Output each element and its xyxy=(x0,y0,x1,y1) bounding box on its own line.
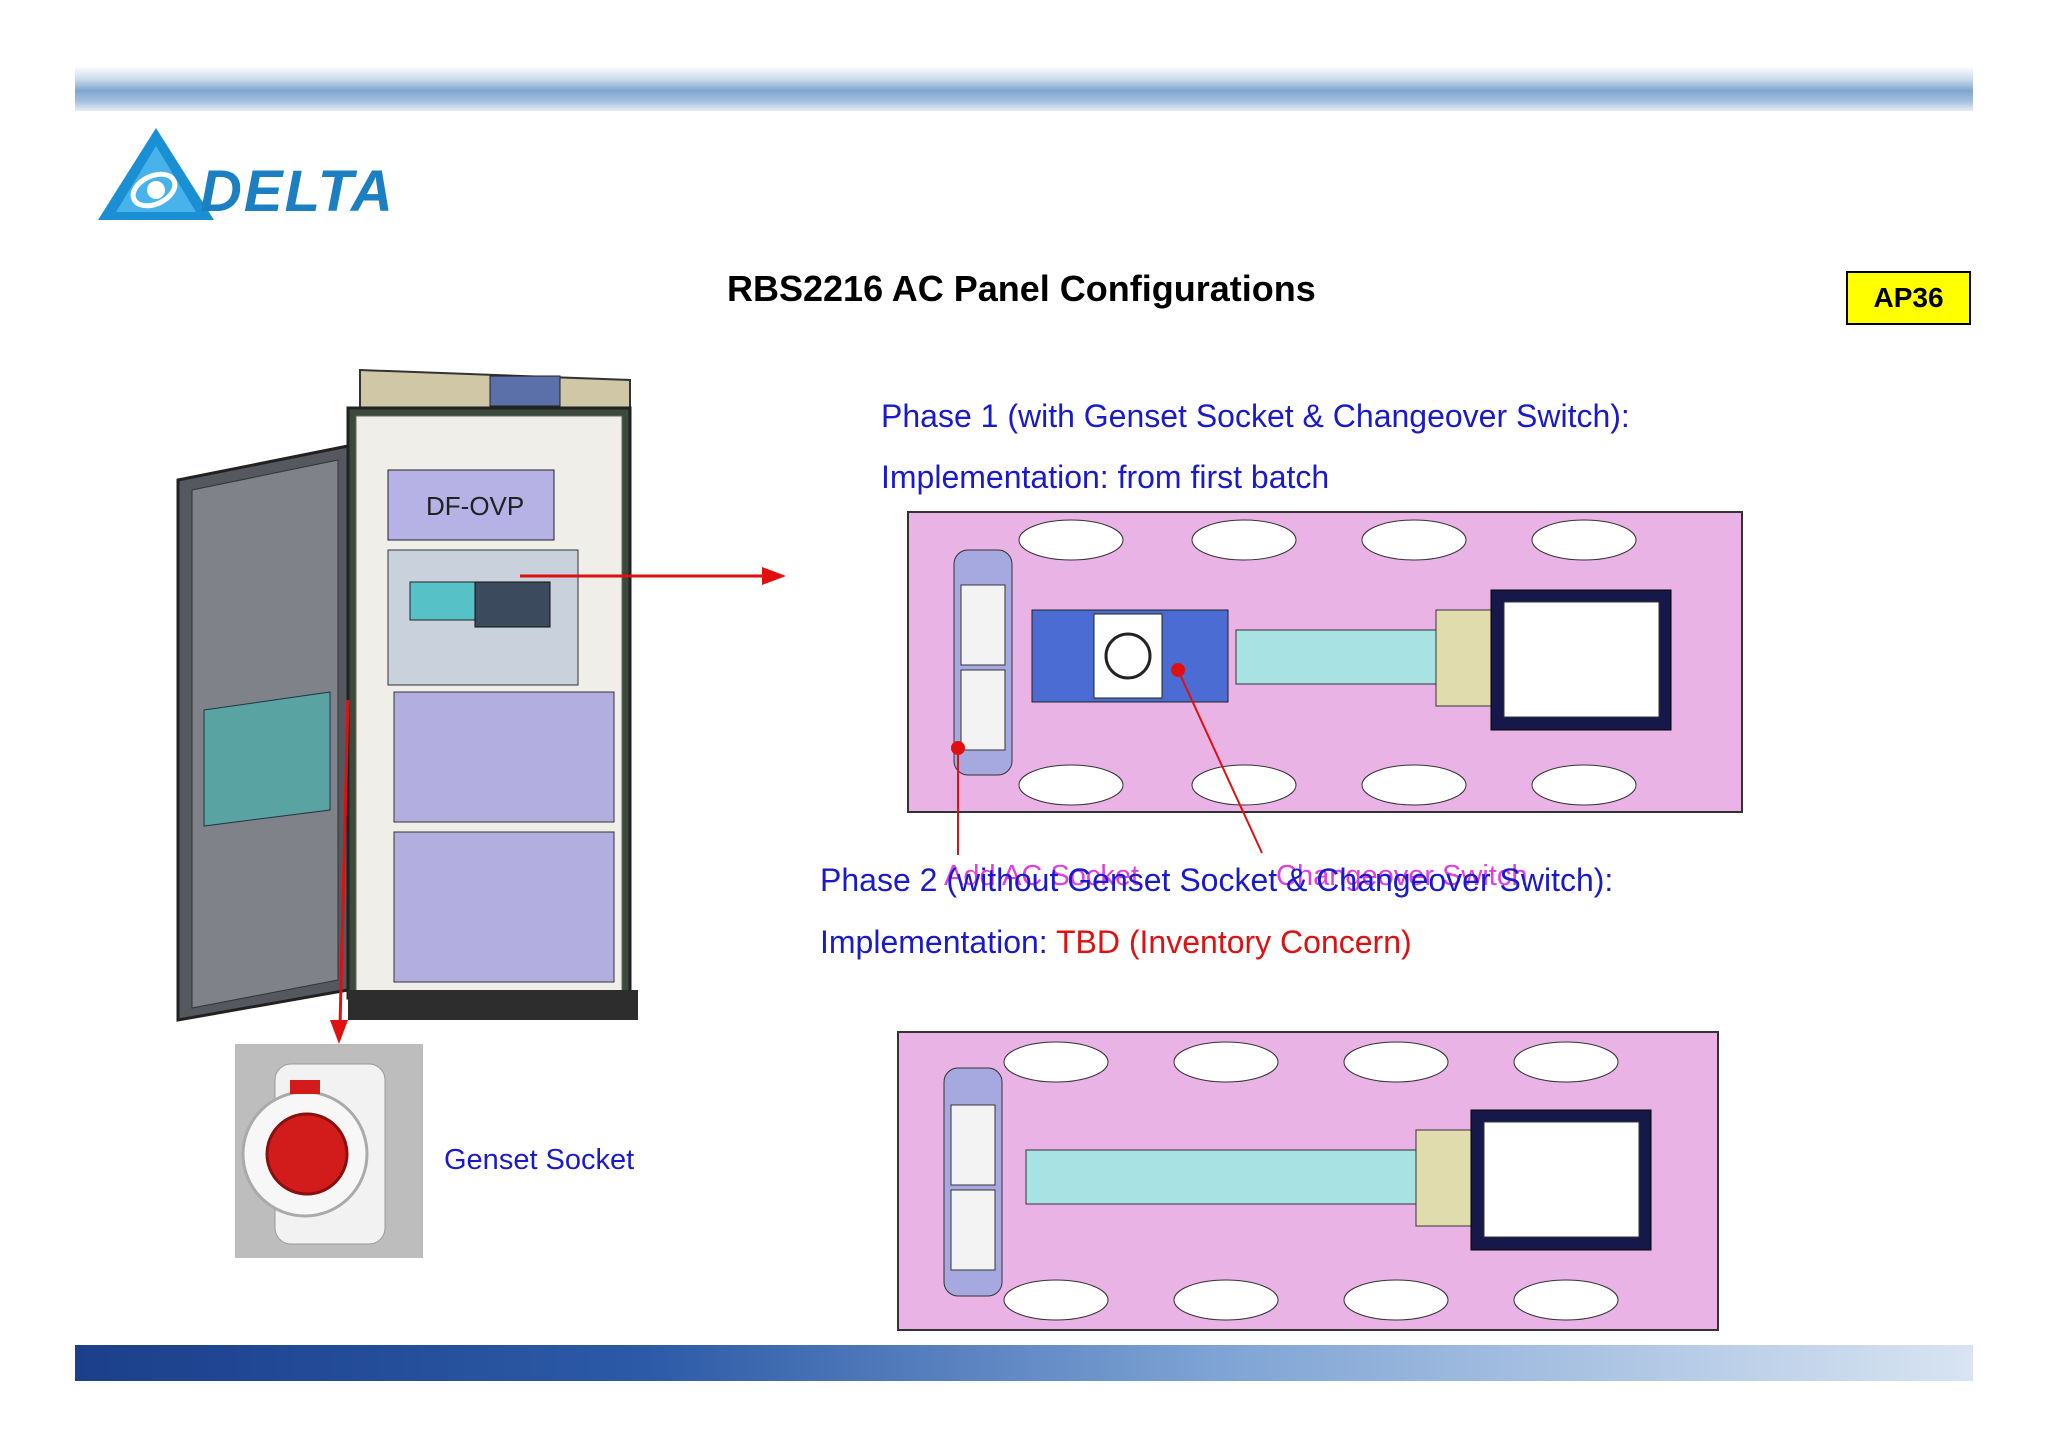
delta-logo-icon xyxy=(98,128,214,220)
genset-socket-label: Genset Socket xyxy=(444,1144,635,1176)
phase2-heading: Phase 2 (without Genset Socket & Changeo… xyxy=(820,862,1614,898)
phase1-implementation: Implementation: from first batch xyxy=(881,459,1330,495)
page-title: RBS2216 AC Panel Configurations xyxy=(727,268,1316,309)
cabinet-illustration: DF-OVP xyxy=(176,368,638,1022)
phase2-implementation: Implementation: TBD (Inventory Concern) xyxy=(820,924,1412,961)
logo-text: DELTA xyxy=(200,159,395,224)
page-code-badge: AP36 xyxy=(1846,271,1971,325)
ac-panel-phase1-illustration xyxy=(907,511,1743,813)
phase2-implementation-prefix: Implementation: xyxy=(820,924,1056,960)
footer-band xyxy=(75,1345,1973,1381)
callout-changeover-switch: Changeover Switch xyxy=(1276,860,1528,892)
genset-socket-photo xyxy=(235,1044,423,1258)
header-band xyxy=(75,66,1973,111)
phase1-heading: Phase 1 (with Genset Socket & Changeover… xyxy=(881,398,1630,434)
cabinet-module-label: DF-OVP xyxy=(426,491,524,521)
ac-panel-phase2-illustration xyxy=(897,1031,1719,1331)
phase2-implementation-value: TBD (Inventory Concern) xyxy=(1055,924,1412,960)
callout-add-ac-socket: Add AC Socket xyxy=(944,860,1140,892)
